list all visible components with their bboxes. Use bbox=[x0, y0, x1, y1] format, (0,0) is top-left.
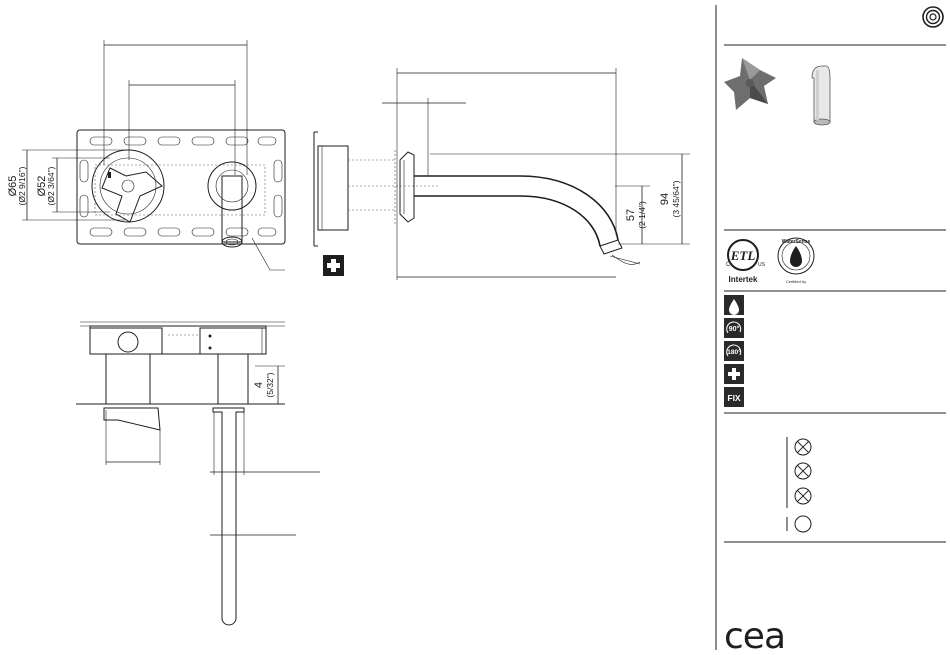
spout-icon bbox=[812, 66, 830, 125]
dim-d65-in: (Ø2 9/16") bbox=[17, 166, 27, 205]
options-list bbox=[787, 437, 811, 532]
rotate-180-icon: 180° bbox=[724, 341, 744, 361]
info-panel: ETL C US Intertek WaterSense Certified b… bbox=[716, 5, 946, 655]
dim-d52-in: (Ø2 3/64") bbox=[46, 166, 56, 205]
water-drop-icon bbox=[724, 295, 744, 315]
dim-h94-in: (3 45/64") bbox=[671, 180, 681, 217]
rotate-180-label: 180° bbox=[727, 348, 741, 356]
dim-h94: 94 bbox=[659, 193, 671, 205]
dim-h57: 57 bbox=[625, 209, 637, 221]
fix-label: FIX bbox=[727, 393, 741, 403]
brand-logo-text: cea bbox=[724, 616, 785, 655]
open-circle-icon bbox=[795, 516, 811, 532]
intertek-label: Intertek bbox=[729, 275, 758, 284]
dim-h57-in: (2 1/4") bbox=[637, 201, 647, 229]
watersense-logo: WaterSense Certified by bbox=[778, 238, 814, 284]
rotate-90-icon: 90° bbox=[724, 318, 744, 338]
watersense-label: WaterSense bbox=[782, 239, 811, 245]
handle-icon bbox=[724, 58, 776, 110]
crossed-circle-icon bbox=[795, 488, 811, 504]
crossed-circle-icon bbox=[795, 439, 811, 455]
fix-icon: FIX bbox=[724, 387, 744, 407]
etl-c: C bbox=[726, 262, 731, 268]
target-icon bbox=[923, 7, 943, 27]
dim-t4-in: (5/32") bbox=[265, 372, 275, 397]
top-view: 4 (5/32") bbox=[76, 322, 320, 625]
plus-icon bbox=[724, 364, 744, 384]
front-view: Ø65 (Ø2 9/16") Ø52 (Ø2 3/64") bbox=[7, 40, 285, 270]
etl-mark: ETL bbox=[730, 248, 756, 263]
etl-logo: ETL C US Intertek bbox=[726, 240, 766, 284]
side-view: 57 (2 1/4") 94 (3 45/64") bbox=[314, 68, 690, 280]
rotate-90-label: 90° bbox=[729, 325, 740, 333]
etl-us: US bbox=[758, 262, 766, 268]
crossed-circle-icon bbox=[795, 463, 811, 479]
cea-logo: cea bbox=[724, 616, 785, 655]
watersense-sub: Certified by bbox=[786, 279, 806, 284]
plus-icon bbox=[323, 255, 344, 276]
dim-t4: 4 bbox=[253, 382, 265, 388]
